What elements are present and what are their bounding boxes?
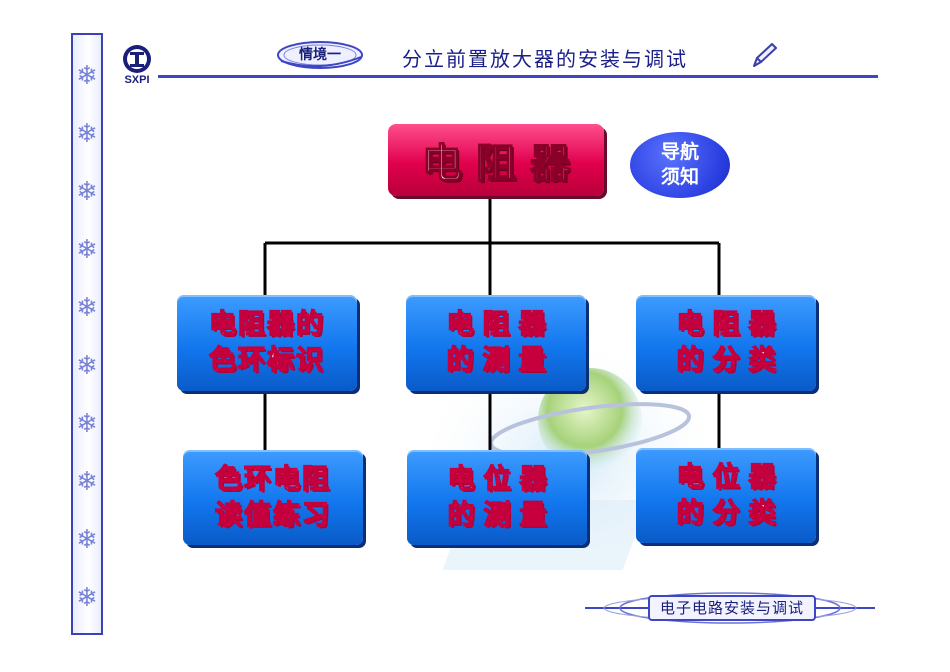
snowflake-icon: ❄ [76,119,98,149]
footer-banner [585,592,875,624]
snowflake-icon: ❄ [76,293,98,323]
node-label-line1: 电位器 [676,461,785,493]
node-label-line2: 读值练习 [214,499,331,531]
scene-badge-label: 情境一 [299,47,341,63]
node-label-line1: 色环电阻 [214,463,331,495]
node-label-line2: 色环标识 [208,344,325,376]
node-color-practice[interactable]: 色环电阻 读值练习 [183,450,363,545]
nav-guide-line2: 须知 [660,166,699,188]
snowflake-icon: ❄ [76,583,98,613]
node-label-line1: 电阻器 [446,308,555,340]
snowflake-icon: ❄ [76,409,98,439]
snowflake-icon: ❄ [76,235,98,265]
node-label-line1: 电阻器的 [208,308,325,340]
snowflake-icon: ❄ [76,467,98,497]
logo-icon [123,45,151,73]
node-color-code[interactable]: 电阻器的 色环标识 [177,295,357,391]
node-label-line1: 电位器 [447,463,556,495]
root-node[interactable]: 电阻器 [388,124,604,196]
page-title: 分立前置放大器的安装与调试 [402,47,688,71]
footer-label: 电子电路安装与调试 [659,599,804,617]
node-resistor-classify[interactable]: 电阻器 的分类 [636,295,816,391]
logo-text: SXPI [124,74,150,86]
snowflake-icon: ❄ [76,61,98,91]
node-label-line1: 电阻器 [676,308,785,340]
header-divider [158,75,878,78]
snowflake-icon: ❄ [76,351,98,381]
pencil-icon [753,43,777,67]
snowflake-strip: ❄ ❄ ❄ ❄ ❄ ❄ ❄ ❄ ❄ ❄ [71,33,103,635]
nav-guide-button[interactable]: 导航 须知 [630,132,730,198]
node-label-line2: 的测量 [447,499,556,531]
node-resistor-measure[interactable]: 电阻器 的测量 [406,295,586,391]
scene-badge [277,41,363,69]
nav-guide-line1: 导航 [660,141,699,163]
snowflake-icon: ❄ [76,177,98,207]
node-label-line2: 的测量 [446,344,555,376]
node-potentiometer-classify[interactable]: 电位器 的分类 [636,448,816,543]
node-label-line2: 的分类 [676,344,785,376]
node-label-line2: 的分类 [676,497,785,529]
root-node-label: 电阻器 [421,139,584,188]
snowflake-icon: ❄ [76,525,98,555]
node-potentiometer-measure[interactable]: 电位器 的测量 [407,450,587,545]
